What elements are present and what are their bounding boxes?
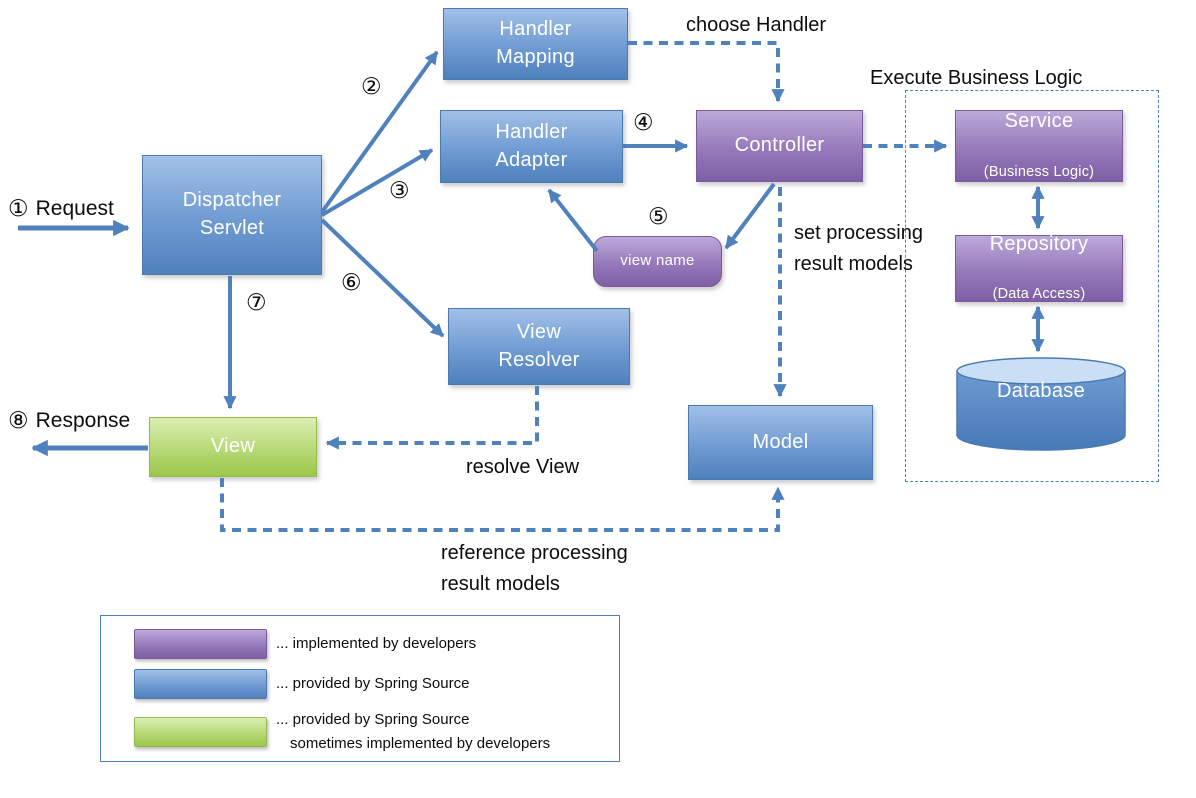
service-title: Service bbox=[1004, 110, 1074, 133]
repository-title: Repository bbox=[989, 232, 1089, 255]
response-label: ⑧ Response bbox=[8, 405, 130, 438]
arrow-view-to-model bbox=[220, 478, 785, 532]
response-text: Response bbox=[35, 409, 131, 432]
arrow-controller-to-view-name bbox=[724, 182, 776, 250]
arrow-choose-handler bbox=[628, 41, 785, 103]
request-text: Request bbox=[35, 197, 114, 220]
choose-handler-label: choose Handler bbox=[686, 14, 827, 36]
resolve-view-label: resolve View bbox=[466, 456, 580, 478]
step-5-marker: ⑤ bbox=[648, 204, 669, 230]
legend: ... implemented by developers ... provid… bbox=[100, 615, 620, 762]
legend-text: ... provided by Spring Source bbox=[276, 675, 470, 692]
node-dispatcher-servlet: Dispatcher Servlet bbox=[142, 155, 322, 275]
service-subtitle: (Business Logic) bbox=[983, 163, 1095, 180]
node-repository: Repository (Data Access) bbox=[955, 232, 1123, 303]
database-label: Database bbox=[996, 380, 1085, 402]
arrow-dispatcher-to-handler-adapter bbox=[320, 148, 434, 217]
step-7-marker: ⑦ bbox=[246, 290, 267, 316]
node-handler-adapter: Handler Adapter bbox=[440, 110, 623, 183]
step-4-marker: ④ bbox=[633, 110, 654, 136]
business-logic-region bbox=[905, 90, 1159, 482]
legend-item-provided-by-spring: ... provided by Spring Source bbox=[134, 669, 469, 699]
step-8-marker: ⑧ bbox=[8, 407, 29, 434]
execute-business-logic-label: Execute Business Logic bbox=[870, 67, 1083, 89]
set-processing-result-models-label: set processing result models bbox=[794, 222, 923, 275]
reference-processing-result-models-label: reference processing result models bbox=[441, 542, 628, 595]
node-view: View bbox=[149, 417, 317, 477]
node-controller: Controller bbox=[696, 110, 863, 182]
node-view-name: view name bbox=[593, 236, 722, 287]
database-cylinder-icon bbox=[956, 357, 1126, 451]
legend-swatch-green bbox=[134, 717, 267, 747]
step-2-marker: ② bbox=[361, 74, 382, 100]
node-service: Service (Business Logic) bbox=[955, 110, 1123, 182]
repository-subtitle: (Data Access) bbox=[992, 286, 1086, 303]
legend-swatch-blue bbox=[134, 669, 267, 699]
legend-text: ... implemented by developers bbox=[276, 635, 477, 652]
node-view-resolver: View Resolver bbox=[448, 308, 630, 385]
arrow-view-resolver-to-view bbox=[325, 386, 539, 450]
legend-item-provided-sometimes-implemented: ... provided by Spring Source sometimes … bbox=[134, 708, 550, 756]
node-handler-mapping: Handler Mapping bbox=[443, 8, 628, 80]
step-3-marker: ③ bbox=[389, 178, 410, 204]
legend-swatch-purple bbox=[134, 629, 267, 659]
step-1-marker: ① bbox=[8, 195, 29, 222]
legend-text-line2: sometimes implemented by developers bbox=[290, 735, 551, 752]
node-model: Model bbox=[688, 405, 873, 480]
arrow-view-name-to-handler-adapter bbox=[547, 188, 599, 253]
request-label: ① Request bbox=[8, 193, 114, 226]
node-database: Database bbox=[955, 356, 1127, 454]
legend-text: ... provided by Spring Source bbox=[276, 711, 470, 728]
legend-item-implemented-by-developers: ... implemented by developers bbox=[134, 629, 476, 659]
step-6-marker: ⑥ bbox=[341, 270, 362, 296]
